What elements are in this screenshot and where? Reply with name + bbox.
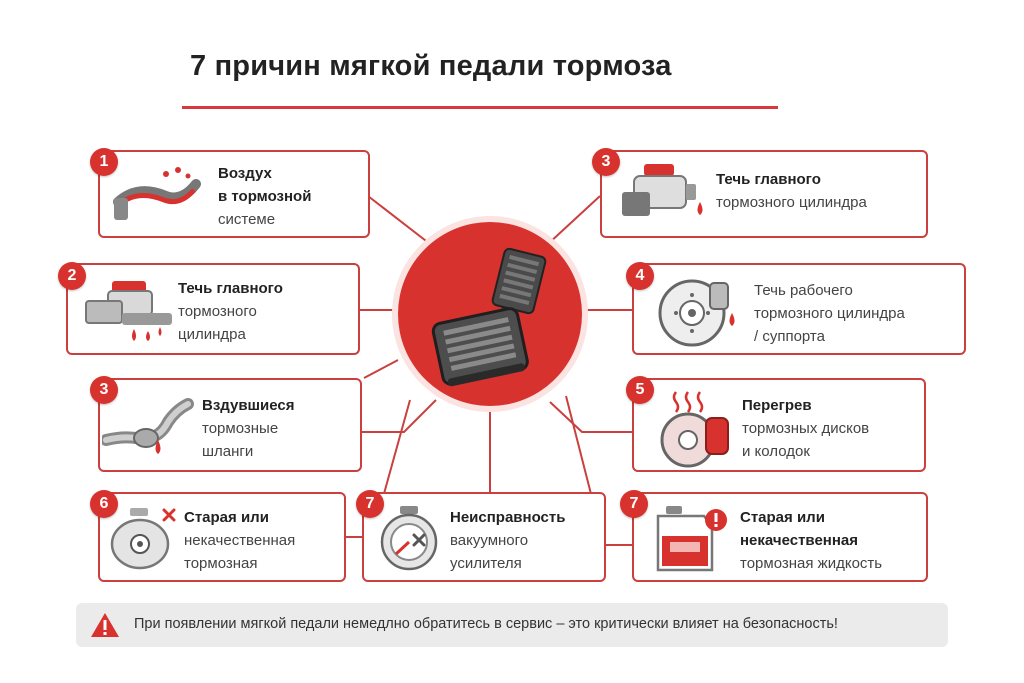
cause-card-overheated-disc: Перегрев тормозных дисков и колодок xyxy=(632,378,926,472)
cause-5-badge: 5 xyxy=(626,376,654,404)
connector-3 xyxy=(362,399,437,433)
cause-2-badge: 2 xyxy=(58,262,86,290)
cause-3-line-2: тормозные xyxy=(202,420,279,437)
cause-2-line-3: цилиндра xyxy=(178,326,246,343)
cause-3-badge: 3 xyxy=(90,376,118,404)
connector-1 xyxy=(367,195,431,245)
fluid-canister-icon xyxy=(656,506,727,572)
cause-6-line-2: некачественная xyxy=(184,532,296,549)
safety-warning-bar: При появлении мягкой педали немедлно обр… xyxy=(76,603,948,647)
cause-5-line-3: и колодок xyxy=(742,443,810,460)
cause-card-air: Воздух в тормозной системе xyxy=(98,150,370,238)
master-cylinder-leak-icon xyxy=(85,281,172,341)
cause-4-line-3: / суппорта xyxy=(754,328,825,345)
cause-3-line-3: шланги xyxy=(202,443,254,460)
cause-r7-line-2: некачественная xyxy=(740,532,859,549)
cause-5-line-1: Перегрев xyxy=(742,397,812,414)
caliper-leak-icon xyxy=(658,279,735,347)
cause-card-master-cylinder-leak: Течь главного тормозного цилиндра xyxy=(66,263,360,355)
cause-r3-line-1: Течь главного xyxy=(716,171,821,188)
cause-2-line-1: Течь главного xyxy=(178,280,283,297)
cause-r3-badge: 3 xyxy=(592,148,620,176)
connector-5 xyxy=(549,401,634,433)
cause-1-line-1: Воздух xyxy=(218,165,272,182)
cause-r7-line-3: тормозная жидкость xyxy=(740,555,883,572)
cause-2-line-2: тормозного xyxy=(178,303,257,320)
cause-r7-badge: 7 xyxy=(620,490,648,518)
cause-card-master-cylinder: Течь главного тормозного цилиндра xyxy=(600,150,928,238)
title-underline xyxy=(182,106,778,109)
cause-6-line-1: Старая или xyxy=(184,509,269,526)
cause-7-badge: 7 xyxy=(356,490,384,518)
warning-triangle-icon xyxy=(91,613,119,637)
cause-1-badge: 1 xyxy=(90,148,118,176)
cause-7-line-3: усилителя xyxy=(450,555,522,572)
old-fluid-reservoir-icon xyxy=(110,508,176,570)
cause-7-line-2: вакуумного xyxy=(450,532,529,549)
cause-6-badge: 6 xyxy=(90,490,118,518)
cause-1-line-2: в тормозной xyxy=(218,188,312,205)
cause-5-line-2: тормозных дисков xyxy=(742,420,870,437)
cause-card-old-fluid-canister: Старая или некачественная тормозная жидк… xyxy=(632,492,928,582)
overheated-disc-icon xyxy=(660,391,729,468)
cause-card-caliper-leak: Течь рабочего тормозного цилиндра / супп… xyxy=(632,263,966,355)
cause-4-badge: 4 xyxy=(626,262,654,290)
connector-extra xyxy=(363,359,399,379)
cause-4-line-1: Течь рабочего xyxy=(754,282,853,299)
master-cylinder-icon xyxy=(622,164,703,216)
connector-3-right xyxy=(547,195,601,245)
cause-card-swollen-hoses: Вздувшиеся тормозные шланги xyxy=(98,378,362,472)
cause-4-line-2: тормозного цилиндра xyxy=(754,305,905,322)
cause-3-line-1: Вздувшиеся xyxy=(202,397,295,414)
cause-r7-line-1: Старая или xyxy=(740,509,825,526)
cause-6-line-3: тормозная xyxy=(184,555,258,572)
page-title: 7 причин мягкой педали тормоза xyxy=(190,50,672,82)
vacuum-booster-icon xyxy=(380,506,438,571)
cause-7-line-1: Неисправность xyxy=(450,509,566,526)
brake-pedal-icon xyxy=(431,247,547,387)
brake-line-bubbles-icon xyxy=(113,167,201,220)
brake-pedal-hub xyxy=(398,222,582,406)
cause-1-line-3: системе xyxy=(218,211,276,228)
swollen-hose-icon xyxy=(102,398,194,454)
cause-card-vacuum-booster: Неисправность вакуумного усилителя xyxy=(362,492,606,582)
cause-card-old-fluid: Старая или некачественная тормозная xyxy=(98,492,346,582)
cause-r3-line-2: тормозного цилиндра xyxy=(716,194,867,211)
safety-warning-text: При появлении мягкой педали немедлно обр… xyxy=(134,616,838,632)
